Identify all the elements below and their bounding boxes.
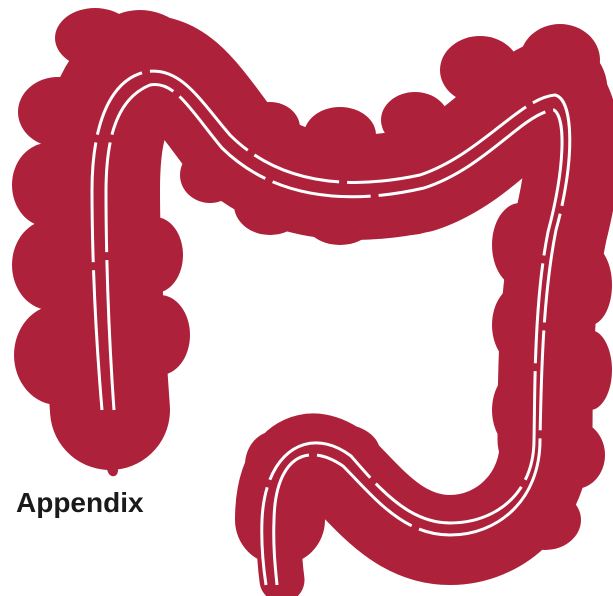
appendix-label: Appendix <box>16 487 144 519</box>
haustrum <box>240 102 300 154</box>
haustrum <box>245 431 305 499</box>
haustrum <box>430 517 510 573</box>
haustrum <box>381 92 449 148</box>
rectum <box>279 520 282 580</box>
haustrum <box>568 245 612 325</box>
haustrum <box>127 217 183 293</box>
haustrum <box>55 8 135 68</box>
haustrum <box>12 143 84 227</box>
haustrum <box>14 305 102 405</box>
haustrum <box>300 424 380 480</box>
haustrum <box>440 36 520 104</box>
haustrum <box>234 175 306 235</box>
haustrum <box>304 107 376 163</box>
haustrum <box>509 490 581 550</box>
haustrum <box>130 295 190 375</box>
haustrum <box>545 421 605 489</box>
haustrum <box>18 77 98 147</box>
haustrum <box>568 330 612 410</box>
haustrum <box>520 24 600 96</box>
haustrum <box>12 220 88 310</box>
haustrum <box>492 203 548 287</box>
